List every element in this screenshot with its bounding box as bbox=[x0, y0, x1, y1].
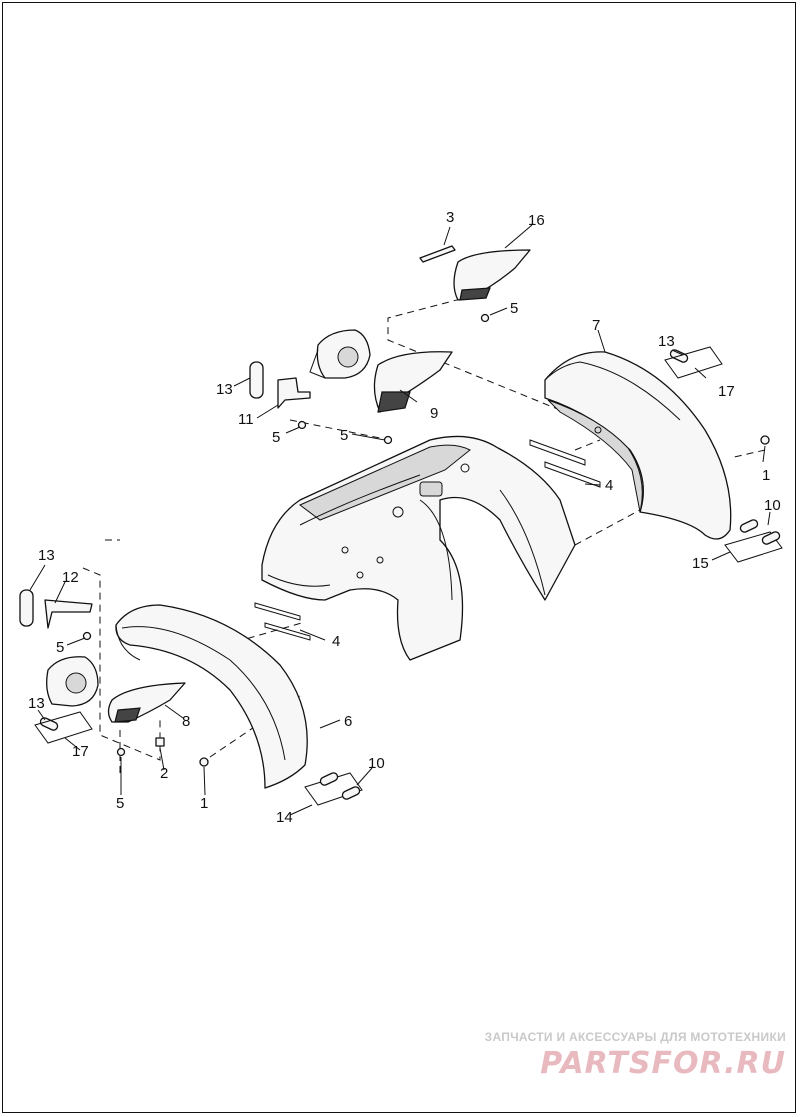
rear-fender bbox=[544, 351, 732, 540]
callout-13-upper-left: 13 bbox=[216, 381, 233, 398]
fender-support-frame bbox=[261, 435, 576, 661]
callout-8: 8 bbox=[182, 713, 190, 730]
callout-2: 2 bbox=[160, 765, 168, 782]
callout-5-lower-left: 5 bbox=[56, 639, 64, 656]
callout-5-left: 5 bbox=[272, 429, 280, 446]
callout-12: 12 bbox=[62, 569, 79, 586]
callout-4-right: 4 bbox=[605, 477, 613, 494]
callout-17-right: 17 bbox=[718, 383, 735, 400]
watermark: ЗАПЧАСТИ И АКСЕССУАРЫ ДЛЯ МОТОТЕХНИКИ PA… bbox=[485, 1030, 786, 1081]
front-fender bbox=[115, 604, 308, 789]
reflector-pads bbox=[254, 439, 601, 641]
fasteners bbox=[82, 313, 770, 767]
callout-13-lower-left: 13 bbox=[38, 547, 55, 564]
leader-lines bbox=[29, 224, 771, 816]
callout-6: 6 bbox=[344, 713, 352, 730]
callout-16: 16 bbox=[528, 212, 545, 229]
lamp-housing-lower bbox=[46, 656, 99, 707]
bracket-11 bbox=[277, 377, 311, 409]
callout-13-right: 13 bbox=[658, 333, 675, 350]
callout-1-right: 1 bbox=[762, 467, 770, 484]
watermark-tagline: ЗАПЧАСТИ И АКСЕССУАРЫ ДЛЯ МОТОТЕХНИКИ bbox=[484, 1030, 786, 1044]
bracket-12 bbox=[44, 599, 93, 629]
callout-1-left: 1 bbox=[200, 795, 208, 812]
callout-3: 3 bbox=[446, 209, 454, 226]
lamp-bracket-16 bbox=[453, 249, 531, 301]
lamp-bracket-8 bbox=[107, 682, 186, 723]
callout-17-left: 17 bbox=[72, 743, 89, 760]
callout-13-bottom: 13 bbox=[28, 695, 45, 712]
callout-5-bottom: 5 bbox=[116, 795, 124, 812]
callout-7: 7 bbox=[592, 317, 600, 334]
callout-14: 14 bbox=[276, 809, 293, 826]
callouts: 3 16 5 7 13 17 13 11 9 5 5 1 4 10 15 13 … bbox=[28, 209, 781, 826]
pads bbox=[34, 346, 783, 806]
watermark-logo: PARTSFOR.RU bbox=[540, 1046, 786, 1081]
callout-5-top: 5 bbox=[510, 300, 518, 317]
callout-10-right: 10 bbox=[764, 497, 781, 514]
gaskets bbox=[19, 349, 689, 731]
lamp-housing-upper bbox=[309, 329, 371, 379]
strip-3 bbox=[419, 245, 456, 263]
callout-10-left: 10 bbox=[368, 755, 385, 772]
lamp-bracket-9 bbox=[373, 351, 453, 413]
callout-9: 9 bbox=[430, 405, 438, 422]
callout-4-left: 4 bbox=[332, 633, 340, 650]
callout-11: 11 bbox=[238, 411, 254, 428]
callout-5-center: 5 bbox=[340, 427, 348, 444]
callout-15: 15 bbox=[692, 555, 709, 572]
